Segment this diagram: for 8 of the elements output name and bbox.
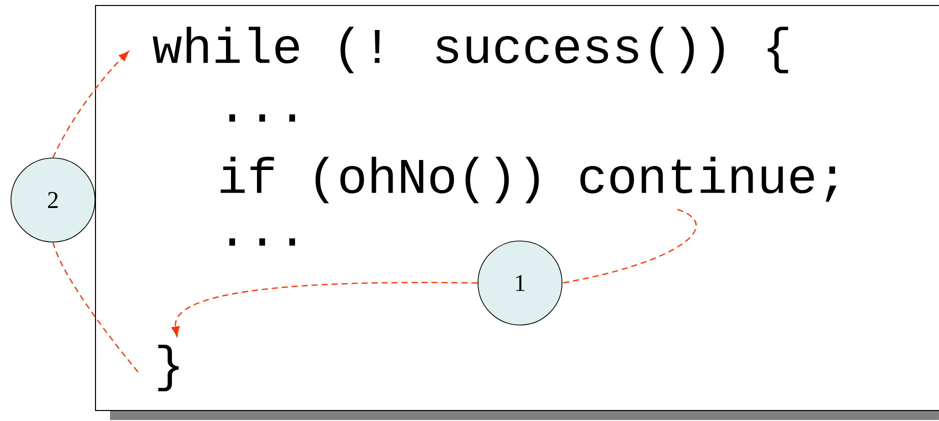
code-line: while (! success()) {	[152, 26, 788, 74]
arrow	[52, 51, 129, 158]
code-line: }	[158, 344, 179, 392]
code-line: ...	[229, 114, 296, 122]
code-panel	[95, 5, 939, 411]
arrow	[172, 282, 478, 337]
code-line: if (ohNo()) continue;	[220, 156, 836, 204]
code-line: ...	[229, 238, 296, 246]
